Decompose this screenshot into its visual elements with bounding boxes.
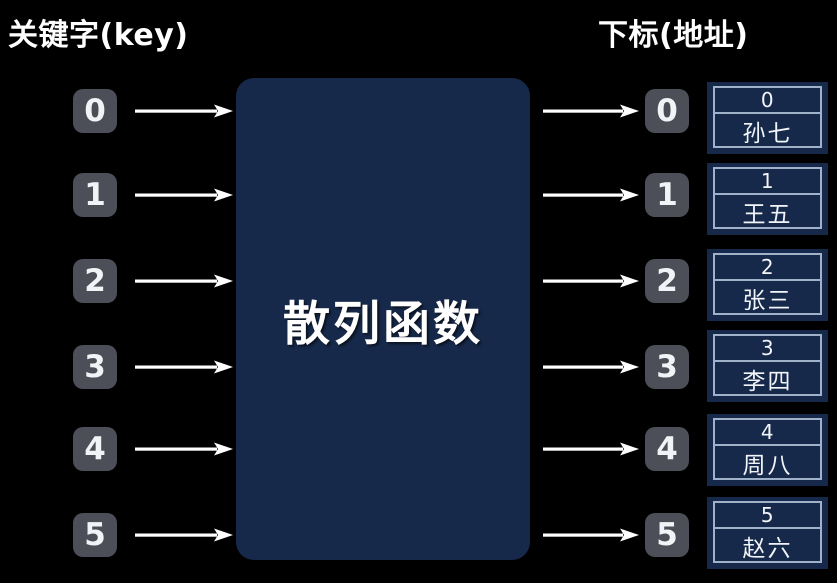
table-cell-name: 赵六: [742, 536, 793, 562]
table-cell-index: 2: [715, 255, 820, 281]
arrow-right-icon: [135, 441, 233, 457]
table-cell-index: 5: [715, 503, 820, 529]
key-badge-4[interactable]: 4: [73, 427, 117, 471]
table-row[interactable]: 4 周八: [707, 414, 828, 486]
heading-index: 下标(地址): [598, 18, 749, 53]
table-row[interactable]: 5 赵六: [707, 497, 828, 569]
key-badge-3[interactable]: 3: [73, 345, 117, 389]
index-badge-3[interactable]: 3: [645, 345, 689, 389]
table-cell-name: 王五: [742, 202, 793, 228]
arrow-right-icon: [135, 527, 233, 543]
table-cell-group: 3 李四: [713, 334, 822, 396]
table-cell-name: 孙七: [742, 121, 793, 147]
table-cell-name: 李四: [742, 369, 793, 395]
table-row[interactable]: 0 孙七: [707, 82, 828, 154]
table-row[interactable]: 2 张三: [707, 249, 828, 321]
heading-key: 关键字(key): [8, 18, 189, 53]
table-cell-group: 4 周八: [713, 418, 822, 480]
table-cell-group: 1 王五: [713, 167, 822, 229]
table-row[interactable]: 3 李四: [707, 330, 828, 402]
hash-function-box: 散列函数: [236, 78, 530, 560]
arrow-right-icon: [135, 187, 233, 203]
table-cell-index: 1: [715, 169, 820, 195]
arrow-right-icon: [543, 103, 639, 119]
arrow-right-icon: [543, 359, 639, 375]
arrow-right-icon: [543, 187, 639, 203]
hash-function-label: 散列函数: [283, 296, 483, 352]
table-cell-group: 2 张三: [713, 253, 822, 315]
index-badge-4[interactable]: 4: [645, 427, 689, 471]
table-cell-name: 周八: [742, 453, 793, 479]
key-badge-2[interactable]: 2: [73, 259, 117, 303]
key-badge-0[interactable]: 0: [73, 89, 117, 133]
arrow-right-icon: [543, 273, 639, 289]
table-cell-index: 3: [715, 336, 820, 362]
table-cell-index: 0: [715, 88, 820, 114]
key-badge-5[interactable]: 5: [73, 513, 117, 557]
arrow-right-icon: [543, 527, 639, 543]
key-badge-1[interactable]: 1: [73, 173, 117, 217]
table-cell-group: 5 赵六: [713, 501, 822, 563]
index-badge-0[interactable]: 0: [645, 89, 689, 133]
arrow-right-icon: [135, 359, 233, 375]
table-row[interactable]: 1 王五: [707, 163, 828, 235]
arrow-right-icon: [135, 103, 233, 119]
table-cell-group: 0 孙七: [713, 86, 822, 148]
index-badge-2[interactable]: 2: [645, 259, 689, 303]
arrow-right-icon: [135, 273, 233, 289]
index-badge-5[interactable]: 5: [645, 513, 689, 557]
index-badge-1[interactable]: 1: [645, 173, 689, 217]
arrow-right-icon: [543, 441, 639, 457]
table-cell-name: 张三: [742, 288, 793, 314]
table-cell-index: 4: [715, 420, 820, 446]
